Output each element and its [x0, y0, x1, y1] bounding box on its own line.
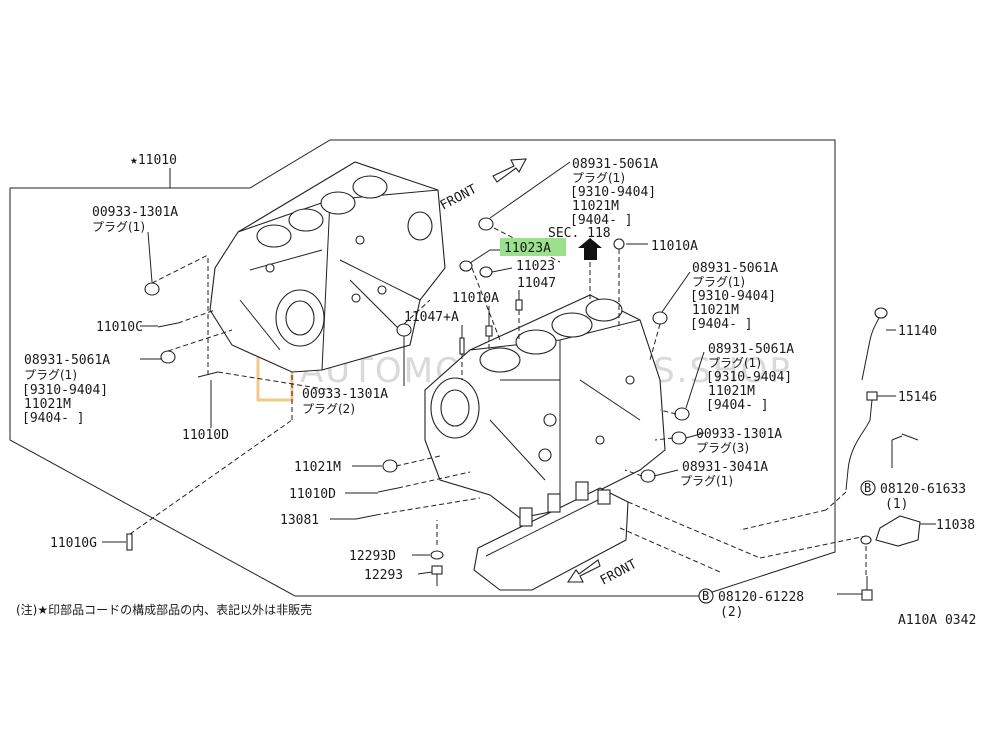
label-plug-1301-mid: 00933-1301A [302, 387, 388, 402]
label-plug-5061-left-date2: [9404- ] [22, 411, 85, 426]
label-bolt-61633-qty: (1) [885, 497, 908, 512]
label-11010C: 11010C [96, 320, 143, 335]
label-plug-5061-top-qty: プラグ(1) [572, 171, 625, 185]
bolt-mark-1: B [864, 481, 871, 495]
bolt-mark-circle-1 [860, 480, 876, 496]
label-11010A-left: 11010A [452, 291, 499, 306]
label-plug-1301-top: 00933-1301A [92, 205, 178, 220]
label-bolt-61228-qty: (2) [720, 605, 743, 620]
label-bolt-61228: 08120-61228 [718, 590, 804, 605]
lower-oil-pan [473, 481, 629, 591]
figure-code: A110A 0342 [898, 613, 976, 628]
label-plug-5061-right1-date1: [9310-9404] [690, 289, 776, 304]
label-11038: 11038 [936, 518, 975, 533]
section-ref-arrow [578, 238, 602, 260]
labels: ★11010 00933-1301A プラグ(1) 11010C 08931-5… [16, 153, 976, 628]
label-15146: 15146 [898, 390, 937, 405]
front-label-top: FRONT [438, 182, 480, 214]
engine-block-right [424, 294, 666, 519]
label-plug-5061-left-qty: プラグ(1) [24, 368, 77, 382]
section-ref: SEC. 118 [548, 226, 611, 241]
label-11010D-left: 11010D [182, 428, 229, 443]
label-plug-3041-qty: プラグ(1) [680, 474, 733, 488]
label-plug-5061-top-alt: 11021M [572, 199, 619, 214]
front-label-bottom: FRONT [598, 557, 640, 589]
bolt-mark-circle-2 [698, 588, 714, 604]
highlight-11023A [500, 238, 566, 256]
label-plug-5061-left: 08931-5061A [24, 353, 110, 368]
label-11140: 11140 [898, 324, 937, 339]
label-11010G: 11010G [50, 536, 97, 551]
label-bolt-61633: 08120-61633 [880, 482, 966, 497]
label-block-main: ★11010 [130, 153, 177, 168]
label-plug-5061-left-date1: [9310-9404] [22, 383, 108, 398]
label-plug-5061-right1: 08931-5061A [692, 261, 778, 276]
label-plug-5061-right2: 08931-5061A [708, 342, 794, 357]
label-plug-5061-right2-qty: プラグ(1) [708, 356, 761, 370]
label-11023A[interactable]: 11023A [504, 241, 551, 256]
label-plug-5061-right1-date2: [9404- ] [690, 317, 753, 332]
label-plug-5061-right2-date2: [9404- ] [706, 398, 769, 413]
label-plug-3041: 08931-3041A [682, 460, 768, 475]
label-11021M: 11021M [294, 460, 341, 475]
label-plug-5061-left-alt: 11021M [24, 397, 71, 412]
label-plug-5061-right1-alt: 11021M [692, 303, 739, 318]
label-11023: 11023 [516, 259, 555, 274]
label-11010D-right: 11010D [289, 487, 336, 502]
label-plug-1301-top-qty: プラグ(1) [92, 220, 145, 234]
label-13081: 13081 [280, 513, 319, 528]
label-plug-1301-right: 00933-1301A [696, 427, 782, 442]
label-11010A-right: 11010A [651, 239, 698, 254]
leader-lines [102, 161, 936, 595]
label-12293: 12293 [364, 568, 403, 583]
label-plug-5061-top-date1: [9310-9404] [570, 185, 656, 200]
label-plug-5061-right2-date1: [9310-9404] [706, 370, 792, 385]
front-arrow-top: FRONT [438, 158, 527, 214]
footnote: (注)★印部品コードの構成部品の内、表記以外は非販売 [16, 602, 312, 617]
assembly-frame [9, 139, 836, 597]
label-plug-1301-mid-qty: プラグ(2) [302, 402, 355, 416]
label-plug-5061-top-date2: [9404- ] [570, 213, 633, 228]
label-11047A: 11047+A [404, 310, 459, 325]
label-plug-5061-right2-alt: 11021M [708, 384, 755, 399]
label-plug-5061-right1-qty: プラグ(1) [692, 275, 745, 289]
bolt-mark-2: B [702, 589, 709, 603]
label-plug-1301-right-qty: プラグ(3) [696, 441, 749, 455]
engine-block-left [209, 161, 446, 373]
label-plug-5061-top: 08931-5061A [572, 157, 658, 172]
label-11047: 11047 [517, 276, 556, 291]
label-12293D: 12293D [349, 549, 396, 564]
